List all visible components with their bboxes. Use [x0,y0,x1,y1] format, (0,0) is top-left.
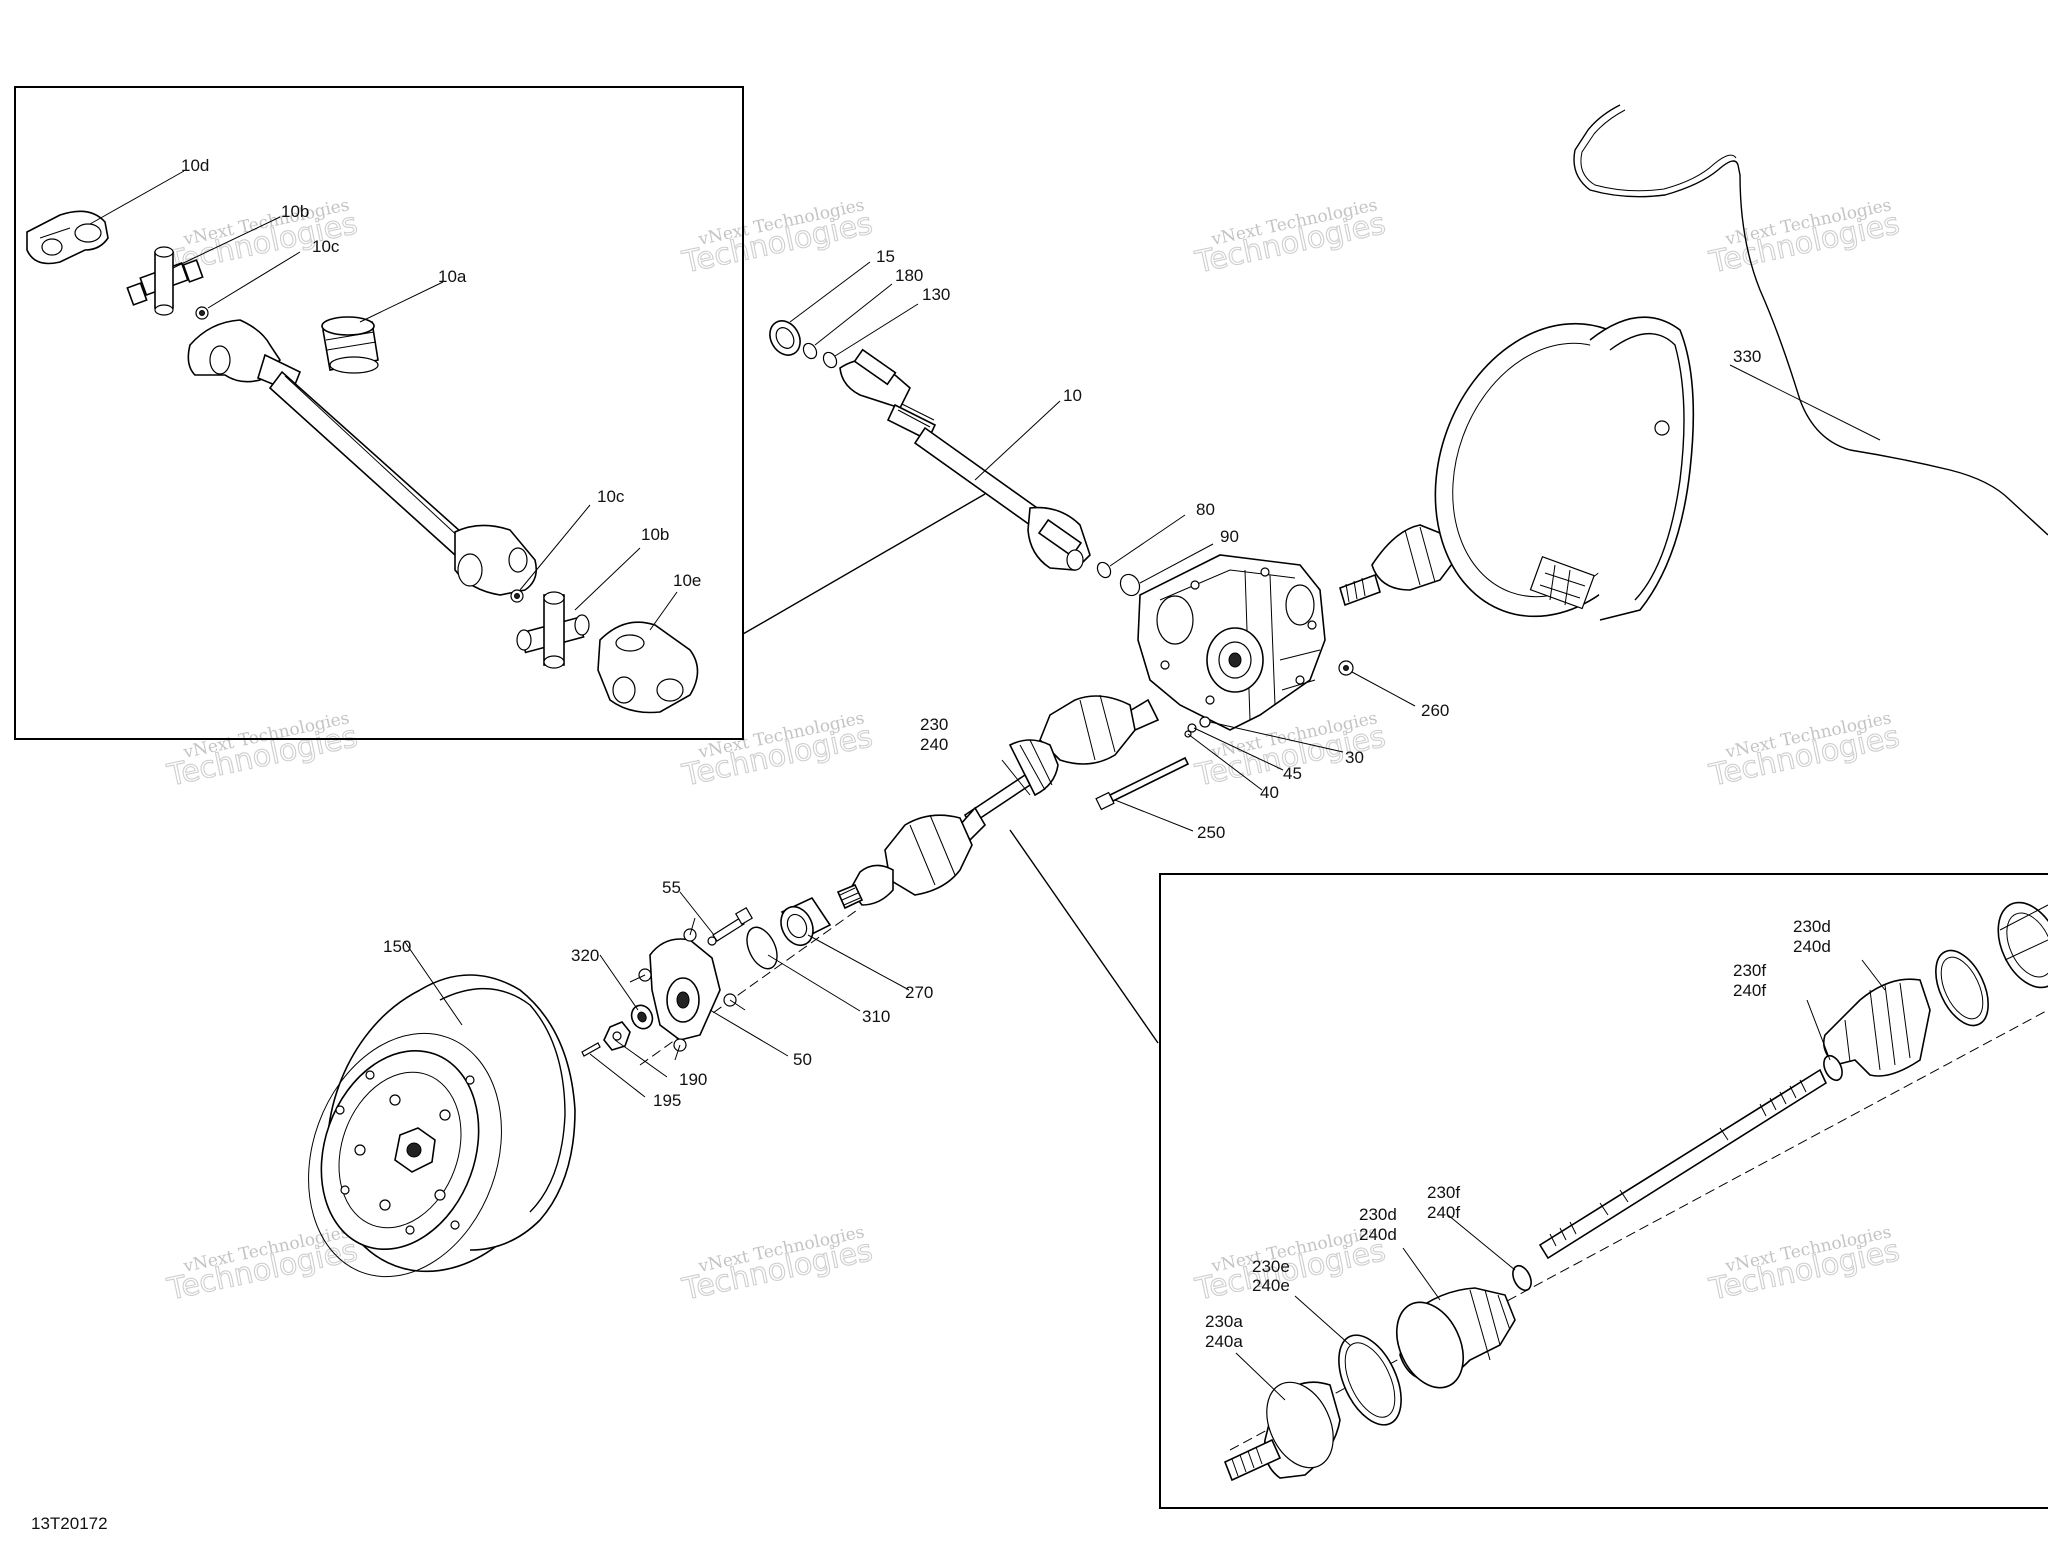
wire-harness-330 [1573,104,2048,536]
main-assembly: 15 180 130 10 80 90 330 260 30 45 40 250… [308,104,2048,1278]
callout-240: 240 [920,735,948,754]
callout-240d-bottom: 240d [1359,1225,1397,1244]
clamp-ring-top [1935,949,1989,1027]
callout-45: 45 [1283,764,1302,783]
callout-190: 190 [679,1070,707,1089]
callout-260: 260 [1421,701,1449,720]
callout-10b-bottom: 10b [641,525,669,544]
callout-330: 330 [1733,347,1761,366]
ring-230f-top [1823,1054,1843,1082]
callout-240a: 240a [1205,1332,1243,1351]
callout-10: 10 [1063,386,1082,405]
clip-180 [802,342,818,360]
circlip-310 [746,926,778,970]
right-wheel [1434,316,1695,621]
callout-240e: 240e [1252,1276,1290,1295]
detail-frame [14,86,744,740]
detail-connector-line [1009,829,1159,1044]
callout-230d-top: 230d [1793,917,1831,936]
callout-310: 310 [862,1007,890,1026]
callout-230d-bottom: 230d [1359,1205,1397,1224]
watermark: Technologies vNext Technologies [678,1222,876,1308]
callout-10e: 10e [673,571,701,590]
detail-box-cv-shaft: 230d 240d 230f 240f 230d 240d 230f 240f … [1009,829,2048,1509]
callout-240f-top: 240f [1733,981,1766,1000]
callout-30: 30 [1345,748,1364,767]
left-drive-shaft-230-240 [836,694,1160,910]
boot-230d-bottom [1396,1287,1516,1389]
bolt-260 [1338,660,1354,676]
propshaft-detail [187,319,538,596]
callout-90: 90 [1220,527,1239,546]
bolt-55 [707,906,754,946]
watermark: Technologies vNext Technologies [1705,195,1903,281]
cross-10b-bottom [516,591,590,669]
callout-10b-top: 10b [281,202,309,221]
ring-230f-bottom [1512,1264,1532,1292]
front-propshaft-10 [839,348,1091,571]
callout-230a: 230a [1205,1312,1243,1331]
hub-50 [629,917,746,1061]
callout-240f-bottom: 240f [1427,1203,1460,1222]
callout-10c-bottom: 10c [597,487,625,506]
callout-250: 250 [1197,823,1225,842]
watermark: Technologies vNext Technologies [678,195,876,281]
cup-230-top [1997,901,2048,989]
seal-15 [769,320,801,356]
yoke-10e [597,621,699,714]
callout-10a: 10a [438,267,467,286]
bolt-250 [1095,756,1190,811]
callout-40: 40 [1260,783,1279,802]
callout-230e: 230e [1252,1257,1290,1276]
outer-joint-230a [1223,1381,1341,1482]
watermark: Technologies vNext Technologies [678,708,876,794]
washer-320 [630,1004,654,1030]
small-parts-30-45-40 [1184,716,1211,738]
watermark: Technologies vNext Technologies [1705,708,1903,794]
yoke-10d [26,210,109,265]
figure-id: 13T20172 [31,1514,108,1533]
grease-fitting-10c-bottom [510,589,524,603]
callout-180: 180 [895,266,923,285]
watermark: Technologies vNext Technologies [1191,195,1389,281]
callout-230f-bottom: 230f [1427,1183,1460,1202]
clip-80 [1096,561,1112,579]
grease-fitting-10c-top [195,306,209,320]
clamp-ring-230e [1338,1334,1402,1426]
cv-axle-shaft [1538,1068,1828,1260]
callout-240d-top: 240d [1793,937,1831,956]
callout-320: 320 [571,946,599,965]
callout-230f-top: 230f [1733,961,1766,980]
callout-55: 55 [662,878,681,897]
nut-190 [603,1021,631,1051]
callout-50: 50 [793,1050,812,1069]
boot-10a [321,316,379,374]
assembly-axis [639,907,861,1066]
callout-15: 15 [876,247,895,266]
callout-230: 230 [920,715,948,734]
callout-150: 150 [383,937,411,956]
watermark: Technologies vNext Technologies [163,1222,361,1308]
callout-195: 195 [653,1091,681,1110]
detail-frame [1159,873,2048,1509]
cross-10b-top [126,246,204,316]
front-differential [1137,554,1326,731]
detail-box-propshaft: 10d 10b 10c 10a 10c 10b 10e [14,86,986,740]
watermark: Technologies vNext Technologies [1705,1222,1903,1308]
watermark: Technologies vNext Technologies [163,708,361,794]
callout-10c-top: 10c [312,237,340,256]
seal-90 [1119,573,1141,597]
callout-80: 80 [1196,500,1215,519]
nut-130 [822,351,838,369]
callout-130: 130 [922,285,950,304]
wheel-150 [308,974,576,1278]
boot-230d-top [1822,978,1931,1077]
detail-connector-line [742,493,986,635]
callout-10d: 10d [181,156,209,175]
callout-270: 270 [905,983,933,1002]
pin-195 [581,1042,601,1057]
bearing-270 [780,896,832,947]
